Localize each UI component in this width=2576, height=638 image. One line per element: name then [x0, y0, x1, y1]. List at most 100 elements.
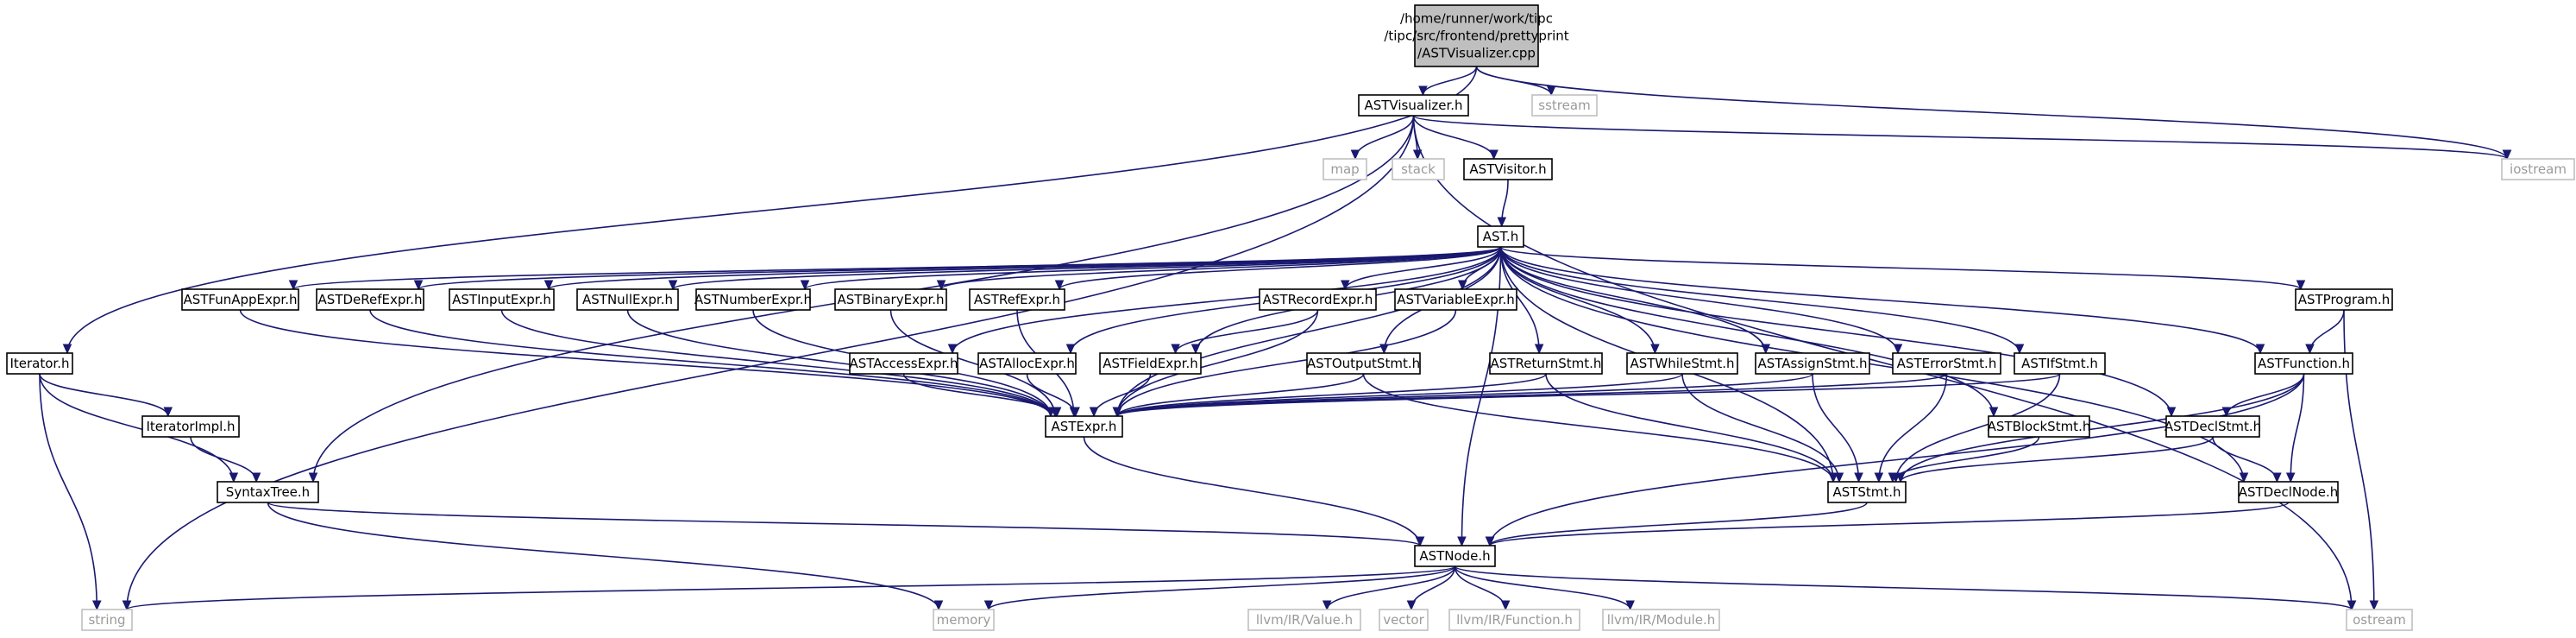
edge-line: [369, 309, 1052, 417]
edge-line: [1499, 246, 1899, 354]
edge-line: [1489, 373, 2305, 546]
include-edge-ast-access: [947, 246, 1502, 355]
edge-line: [39, 373, 98, 610]
edge-line: [1499, 246, 2261, 354]
node-ifstmt[interactable]: ASTIfStmt.h: [2014, 352, 2106, 375]
edge-line: [1499, 246, 2245, 483]
node-label: /home/runner/work/tipc: [1400, 11, 1553, 27]
node-binary[interactable]: ASTBinaryExpr.h: [834, 288, 947, 311]
node-node[interactable]: ASTNode.h: [1414, 545, 1496, 567]
node-label: ASTBinaryExpr.h: [837, 292, 944, 307]
arrowhead-icon: [1761, 344, 1771, 355]
node-null[interactable]: ASTNullExpr.h: [576, 288, 679, 311]
node-label: ASTInputExpr.h: [452, 292, 551, 307]
node-box: [1323, 158, 1367, 180]
node-root[interactable]: /home/runner/work/tipc/tipc/src/frontend…: [1384, 4, 1569, 67]
include-edge-node-string: [122, 565, 1456, 611]
node-box: [1602, 609, 1720, 631]
include-edge-astvisualizer-astvisitor: [1412, 115, 1498, 161]
node-label: ASTReturnStmt.h: [1491, 356, 1602, 371]
edge-line: [889, 309, 1056, 417]
edge-line: [66, 66, 1478, 354]
arrowhead-icon: [62, 344, 72, 355]
arrowhead-icon: [1888, 472, 1898, 483]
node-deref[interactable]: ASTDeRefExpr.h: [316, 288, 424, 311]
include-edge-ast-while: [1499, 246, 1660, 355]
include-edge-ast-error: [1499, 246, 1903, 355]
node-alloc[interactable]: ASTAllocExpr.h: [977, 352, 1077, 375]
node-label: vector: [1383, 612, 1424, 628]
edge-line: [1174, 309, 1319, 354]
arrowhead-icon: [1171, 344, 1180, 355]
node-access[interactable]: ASTAccessExpr.h: [849, 352, 958, 375]
node-label: ASTVisitor.h: [1469, 161, 1546, 177]
node-stmt[interactable]: ASTStmt.h: [1827, 481, 1907, 503]
node-syntaxtree[interactable]: SyntaxTree.h: [217, 481, 319, 503]
node-function[interactable]: ASTFunction.h: [2254, 352, 2353, 375]
node-label: map: [1330, 161, 1359, 177]
node-expr[interactable]: ASTExpr.h: [1045, 415, 1123, 438]
node-box: [2238, 481, 2339, 503]
node-program[interactable]: ASTProgram.h: [2295, 288, 2393, 311]
arrowhead-icon: [2296, 280, 2306, 291]
node-label: ASTRecordExpr.h: [1263, 292, 1373, 307]
node-output[interactable]: ASTOutputStmt.h: [1306, 352, 1421, 375]
node-box: [1448, 609, 1580, 631]
node-declstmt[interactable]: ASTDeclStmt.h: [2164, 415, 2261, 438]
edge-line: [267, 502, 939, 610]
edge-line: [1499, 246, 1540, 354]
node-label: iostream: [2510, 161, 2567, 177]
node-module: llvm/IR/Module.h: [1602, 609, 1720, 631]
include-edge-node-vector: [1406, 565, 1456, 611]
node-assign[interactable]: ASTAssignStmt.h: [1755, 352, 1870, 375]
edge-line: [1422, 66, 1478, 96]
include-edge-ast-expr: [1112, 246, 1502, 418]
node-sstream: sstream: [1531, 94, 1598, 117]
arrowhead-icon: [1497, 217, 1507, 228]
edge-line: [804, 246, 1502, 290]
node-while[interactable]: ASTWhileStmt.h: [1626, 352, 1738, 375]
node-funapp[interactable]: ASTFunAppExpr.h: [181, 288, 299, 311]
include-edge-function-declstmt: [2221, 373, 2305, 418]
node-iterator[interactable]: Iterator.h: [6, 352, 73, 375]
arrowhead-icon: [933, 600, 944, 611]
edge-line: [940, 246, 1502, 290]
edge-line: [672, 246, 1502, 290]
node-box: [1247, 609, 1361, 631]
node-label: SyntaxTree.h: [226, 484, 310, 500]
node-label: sstream: [1538, 98, 1590, 113]
arrowhead-icon: [1989, 407, 1999, 418]
node-error[interactable]: ASTErrorStmt.h: [1892, 352, 2001, 375]
edge-line: [1116, 309, 1319, 417]
node-label: ASTIfStmt.h: [2021, 356, 2098, 371]
node-box: [834, 288, 947, 311]
node-return[interactable]: ASTReturnStmt.h: [1489, 352, 1603, 375]
edge-line: [1116, 373, 1365, 417]
node-variable[interactable]: ASTVariableExpr.h: [1394, 288, 1517, 311]
node-record[interactable]: ASTRecordExpr.h: [1259, 288, 1377, 311]
node-declnode[interactable]: ASTDeclNode.h: [2238, 481, 2339, 503]
edge-line: [952, 246, 1502, 354]
node-ast[interactable]: AST.h: [1477, 225, 1524, 248]
node-block[interactable]: ASTBlockStmt.h: [1988, 415, 2091, 438]
node-input[interactable]: ASTInputExpr.h: [449, 288, 555, 311]
include-edge-ast-ref: [1054, 246, 1502, 291]
node-label: /tipc/src/frontend/prettyprint: [1384, 28, 1568, 44]
node-box: [2165, 415, 2260, 438]
node-ref[interactable]: ASTRefExpr.h: [969, 288, 1065, 311]
edge-line: [1489, 502, 1868, 546]
edge-line: [902, 373, 1058, 417]
node-astvisitor[interactable]: ASTVisitor.h: [1463, 158, 1553, 180]
include-edge-node-value: [1322, 565, 1456, 611]
node-box: [1414, 4, 1539, 67]
include-edge-ast-binary: [936, 246, 1502, 291]
node-box: [1394, 288, 1517, 311]
arrowhead-icon: [1457, 536, 1467, 547]
node-astvisualizer[interactable]: ASTVisualizer.h: [1358, 94, 1469, 117]
node-field[interactable]: ASTFieldExpr.h: [1099, 352, 1202, 375]
node-iteratorimpl[interactable]: IteratorImpl.h: [141, 415, 240, 438]
node-number[interactable]: ASTNumberExpr.h: [694, 288, 812, 311]
include-edge-iterator-syntaxtree: [39, 373, 239, 483]
include-edge-declstmt-stmt: [1895, 436, 2214, 483]
edge-line: [626, 309, 1052, 417]
